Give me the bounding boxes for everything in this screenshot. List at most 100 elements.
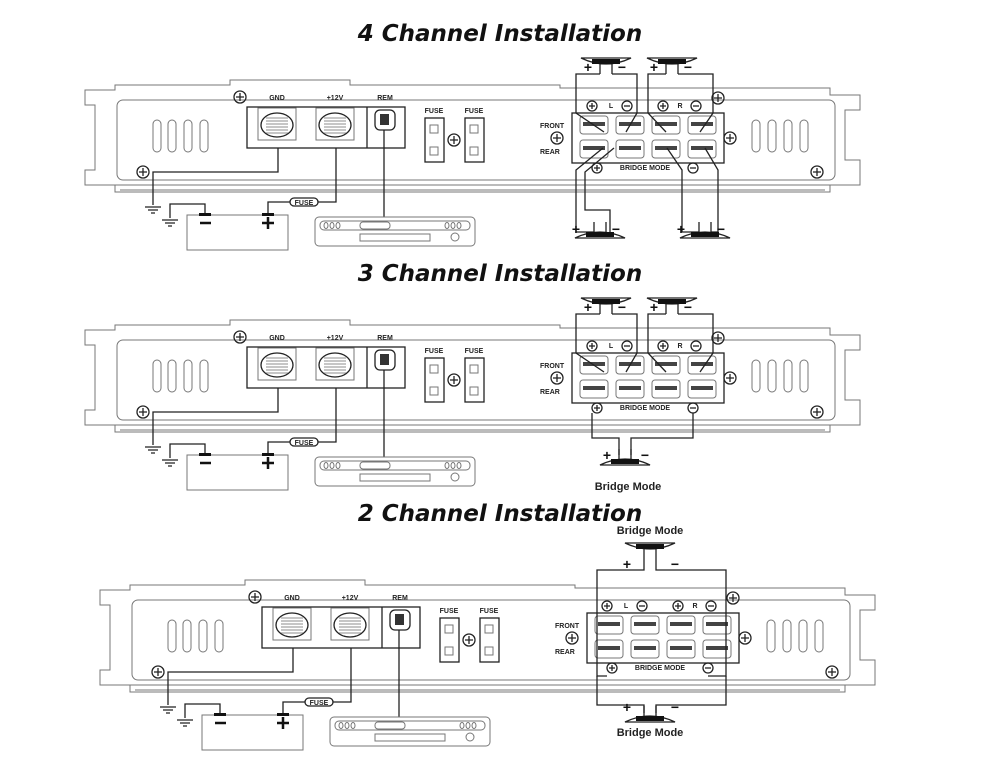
- rear-label: REAR: [540, 389, 560, 396]
- terminal-sign: [660, 343, 666, 349]
- screw-icon: [136, 405, 150, 419]
- screw-head: [136, 405, 150, 419]
- rem-label: REM: [377, 95, 393, 102]
- terminal-clamp: [598, 646, 620, 650]
- bridge-mode-speaker-label: Bridge Mode: [595, 481, 662, 493]
- head-unit-button: [471, 722, 477, 729]
- speaker-leads: [643, 706, 657, 716]
- screw-slot: [450, 376, 458, 384]
- speaker-icon: [624, 542, 676, 559]
- bridge-mode-terminal-label: BRIDGE MODE: [620, 405, 671, 412]
- head-unit-display-row: [334, 720, 486, 731]
- vent-slot: [814, 619, 824, 653]
- front-terminal: [651, 115, 681, 135]
- screw-slot: [236, 93, 244, 101]
- bridge-mode-terminal-label: BRIDGE MODE: [620, 165, 671, 172]
- speaker-terminal-block: [586, 612, 740, 664]
- plus12v-terminal-label: +12V: [342, 595, 359, 602]
- vent-slot: [167, 119, 177, 153]
- head-unit-display: [359, 221, 391, 230]
- title-3-channel: 3 Channel Installation: [357, 261, 643, 287]
- terminal-clamp: [670, 622, 692, 626]
- front-terminal: [702, 615, 732, 635]
- screw-slot: [139, 168, 147, 176]
- amp-faceplate: [116, 99, 836, 181]
- fuse-blade: [469, 364, 479, 374]
- screw-slot: [714, 334, 722, 342]
- front-terminal: [579, 115, 609, 135]
- negative-terminal-icon: [705, 600, 717, 612]
- head-unit-body: [329, 716, 491, 747]
- bridge-wires-bottom: [596, 676, 727, 713]
- screw-icon: [550, 371, 564, 385]
- ground-lines: [145, 446, 161, 454]
- front-label: FRONT: [540, 363, 565, 370]
- plus12v-terminal-screw: [333, 612, 367, 638]
- front-terminal: [666, 615, 696, 635]
- positive-terminal-icon: [591, 402, 603, 414]
- battery: [186, 454, 289, 491]
- inline-fuse: [304, 697, 334, 707]
- amp-faceplate: [131, 599, 851, 681]
- terminal-clamp: [598, 622, 620, 626]
- fuse-blade: [484, 624, 494, 634]
- title-2-channel: 2 Channel Installation: [357, 501, 643, 527]
- bridge-wires-top: [596, 559, 727, 677]
- screw-slot: [813, 408, 821, 416]
- plus12v-terminal: [315, 347, 355, 381]
- right-channel-label: R: [692, 603, 697, 610]
- speaker-magnet: [592, 59, 620, 64]
- fuse-blade: [469, 124, 479, 134]
- positive-terminal-icon: [586, 100, 598, 112]
- speaker-magnet: [636, 544, 664, 549]
- terminal-circle: [657, 100, 669, 112]
- screw-icon: [825, 665, 839, 679]
- vent-slot: [182, 619, 192, 653]
- screw-head: [550, 371, 564, 385]
- battery-neg-post: [199, 453, 211, 456]
- vent-slot: [199, 119, 209, 153]
- terminal-circle: [621, 100, 633, 112]
- head-unit-button: [456, 462, 462, 469]
- speaker-leads: [618, 449, 632, 459]
- fuse-blade: [444, 624, 454, 634]
- vent-slot: [783, 119, 793, 153]
- screw-icon: [462, 633, 476, 647]
- minus-sign: −: [671, 556, 679, 572]
- fuse-label: FUSE: [425, 108, 444, 115]
- minus-sign: −: [671, 699, 679, 715]
- vent-slot: [183, 359, 193, 393]
- plus-icon: [262, 217, 274, 229]
- terminal-clamp: [655, 146, 677, 150]
- screw-icon: [810, 165, 824, 179]
- gnd-terminal-screw: [260, 352, 294, 378]
- ground-icon: [162, 459, 178, 467]
- minus-sign: −: [618, 59, 626, 75]
- speaker-leads: [665, 64, 679, 74]
- head-unit-button: [335, 462, 341, 469]
- rear-terminal: [687, 139, 717, 159]
- plus12v-terminal-label: +12V: [327, 335, 344, 342]
- front-terminal: [594, 615, 624, 635]
- head-unit-icon: [329, 716, 491, 747]
- minus-sign: −: [612, 221, 620, 237]
- fuse-blade: [429, 364, 439, 374]
- head-unit-button: [450, 462, 456, 469]
- speaker-leads: [665, 304, 679, 314]
- terminal-circle: [687, 162, 699, 174]
- negative-terminal-icon: [687, 162, 699, 174]
- rear-terminal: [630, 639, 660, 659]
- rem-terminal: [374, 109, 396, 131]
- power-terminal-block: [261, 606, 421, 649]
- front-left-wires: [575, 73, 638, 133]
- head-unit-button: [450, 222, 456, 229]
- head-unit-button: [444, 462, 450, 469]
- screw-slot: [828, 668, 836, 676]
- screw-head: [550, 131, 564, 145]
- terminal-clamp: [634, 646, 656, 650]
- terminal-clamp: [619, 386, 641, 390]
- rear-terminal: [579, 139, 609, 159]
- head-unit-button: [329, 462, 335, 469]
